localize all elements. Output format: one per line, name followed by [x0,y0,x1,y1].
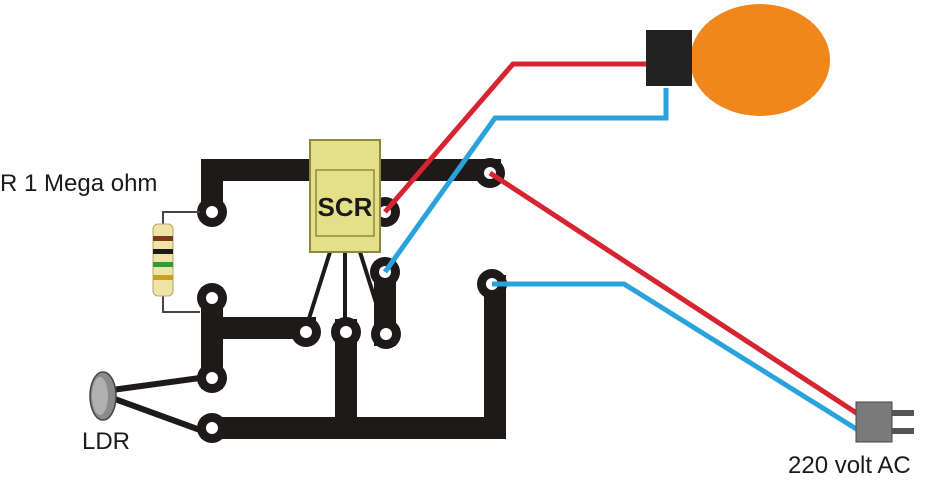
ldr-component [89,371,202,433]
plug-body [855,401,893,443]
ldr-face [92,377,108,415]
wire-neutral-plug [492,281,860,433]
scr-inner [315,169,375,237]
pad-scr-right [371,319,401,349]
scr-label: SCR [318,192,373,222]
pad-ldr-bottom [197,413,227,443]
pad-hole [206,292,218,304]
resistor-band [153,236,173,241]
resistor-label: R 1 Mega ohm [0,170,158,197]
resistor-bands [153,236,173,280]
plug-pin-bottom [892,428,914,434]
resistor-body [152,223,174,297]
pad-hole [206,206,218,218]
bulb-globe [690,4,830,116]
scr-legs [304,251,386,329]
ldr-lead-bottom [110,395,202,433]
ac-plug [855,401,914,443]
scr-leg-right [358,251,386,329]
ldr-label: LDR [82,428,131,455]
wire-live-bulb [383,61,646,214]
bulb-socket [646,30,692,86]
pad-scr-middle [331,317,361,347]
plug-pin-top [892,410,914,416]
pad-hole [380,328,392,340]
track-top [201,159,501,221]
pcb-pads [197,158,507,443]
wires [382,61,860,433]
pad-resistor-top [197,197,227,227]
pad-hole [340,326,352,338]
scr-leg-left [304,251,332,329]
scr-body [309,139,381,253]
scr-component: SCR [309,139,381,253]
track-bottom [201,275,506,439]
ldr-lead-top [111,375,201,393]
wire-neutral-bulb [382,88,669,274]
pad-scr-left [291,317,321,347]
wire-live-plug [488,170,860,417]
ac-supply-label: 220 volt AC [788,452,911,479]
resistor [152,211,200,313]
resistor-band [153,262,173,267]
resistor-band [153,249,173,254]
pad-hole [206,422,218,434]
bulb [646,4,830,116]
pad-ldr-top [197,363,227,393]
pad-resistor-bottom [197,283,227,313]
pad-hole [206,372,218,384]
pad-hole [300,326,312,338]
resistor-band [153,275,173,280]
